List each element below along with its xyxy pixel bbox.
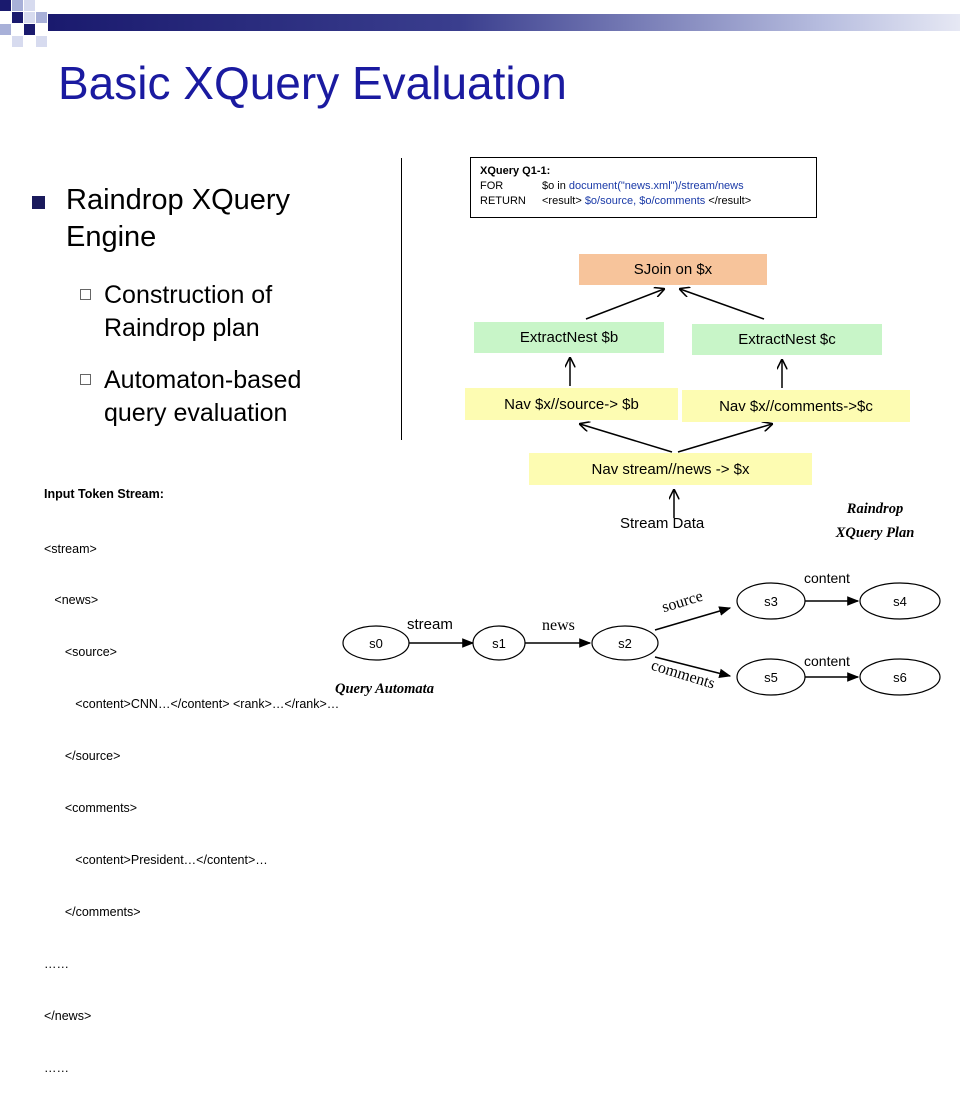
edge-s2-s3 bbox=[654, 606, 732, 631]
stream-line: <source> bbox=[44, 645, 117, 660]
stream-line: </comments> bbox=[44, 904, 141, 919]
state-label-s1: s1 bbox=[492, 636, 506, 651]
state-label-s0: s0 bbox=[369, 636, 383, 651]
stream-line: …… bbox=[44, 1060, 69, 1075]
edge-label-content-top: content bbox=[804, 570, 850, 586]
state-s3 bbox=[736, 582, 806, 620]
edge-label-stream: stream bbox=[407, 616, 453, 633]
extract-nest-c-node: ExtractNest $c bbox=[692, 324, 882, 355]
query-header: XQuery Q1-1: bbox=[480, 165, 551, 177]
bullet-sub2-line2: query evaluation bbox=[104, 399, 288, 427]
state-s6 bbox=[859, 658, 941, 696]
state-s4 bbox=[859, 582, 941, 620]
query-return-expr: $o/source, $o/comments bbox=[584, 195, 706, 207]
nav-news-node: Nav stream//news -> $x bbox=[529, 453, 812, 485]
state-s5 bbox=[736, 658, 806, 696]
hollow-square-icon bbox=[80, 374, 91, 385]
bullet-square-icon bbox=[32, 196, 45, 209]
edge-label-content-bottom: content bbox=[804, 653, 850, 669]
plan-caption: Raindrop XQuery Plan bbox=[820, 497, 930, 545]
nav-source-node: Nav $x//source-> $b bbox=[465, 388, 678, 420]
input-stream-header: Input Token Stream: bbox=[44, 487, 164, 501]
bullet-main: Raindrop XQuery Engine bbox=[66, 182, 290, 256]
extract-nest-b-node: ExtractNest $b bbox=[474, 322, 664, 353]
state-label-s2: s2 bbox=[618, 636, 632, 651]
state-label-s4: s4 bbox=[893, 594, 907, 609]
query-return-open: <result> bbox=[542, 195, 582, 207]
query-for-var: $o in bbox=[542, 180, 566, 192]
vertical-divider bbox=[401, 158, 402, 440]
xquery-box: XQuery Q1-1: FOR $o in document("news.xml… bbox=[470, 157, 817, 218]
stream-line: <comments> bbox=[44, 801, 138, 816]
query-for-keyword: FOR bbox=[480, 180, 504, 192]
stream-line: <content>President…</content>… bbox=[44, 852, 268, 867]
stream-data-label: Stream Data bbox=[620, 515, 705, 532]
arrow-navnews-navsource bbox=[580, 424, 673, 453]
arrow-extractb-sjoin bbox=[585, 289, 664, 320]
stream-line: …… bbox=[44, 956, 69, 971]
edge-label-news: news bbox=[542, 617, 575, 634]
query-automaton bbox=[342, 582, 941, 696]
automaton-caption: Query Automata bbox=[335, 681, 434, 697]
edge-s2-s5 bbox=[654, 656, 732, 679]
plan-arrows bbox=[0, 0, 960, 518]
nav-comments-node: Nav $x//comments->$c bbox=[682, 390, 910, 422]
state-s2 bbox=[591, 625, 659, 661]
state-label-s3: s3 bbox=[764, 594, 778, 609]
plan-caption-line2: XQuery Plan bbox=[835, 525, 915, 541]
plan-caption-line1: Raindrop bbox=[846, 501, 904, 517]
query-return-keyword: RETURN bbox=[480, 195, 526, 207]
state-s1 bbox=[472, 625, 526, 661]
state-s0 bbox=[342, 625, 410, 661]
stream-line: </source> bbox=[44, 749, 121, 764]
stream-line: <content>CNN…</content> <rank>…</rank>… bbox=[44, 697, 340, 712]
stream-line: </news> bbox=[44, 1008, 92, 1023]
bullet-sub1-line2: Raindrop plan bbox=[104, 314, 260, 342]
bullet-sub1-line1: Construction of bbox=[104, 281, 273, 309]
query-for-line: FOR $o in document("news.xml")/stream/new… bbox=[480, 179, 816, 194]
header-bar bbox=[48, 14, 960, 31]
arrow-extractc-sjoin bbox=[680, 289, 765, 320]
state-label-s6: s6 bbox=[893, 670, 907, 685]
stream-line: <news> bbox=[44, 593, 99, 608]
state-label-s5: s5 bbox=[764, 670, 778, 685]
bullet-main-line1: Raindrop XQuery bbox=[66, 184, 291, 216]
query-return-close: </result> bbox=[708, 195, 752, 207]
corner-decoration bbox=[0, 0, 80, 60]
bullet-main-line2: Engine bbox=[66, 221, 157, 253]
bullet-sub1: Construction of Raindrop plan bbox=[104, 279, 272, 345]
query-return-line: RETURN <result> $o/source, $o/comments </… bbox=[480, 194, 816, 209]
page-title: Basic XQuery Evaluation bbox=[58, 57, 567, 109]
bullet-sub2: Automaton-based query evaluation bbox=[104, 364, 301, 430]
bullet-sub2-line1: Automaton-based bbox=[104, 366, 302, 394]
stream-line: <stream> bbox=[44, 541, 97, 556]
hollow-square-icon bbox=[80, 289, 91, 300]
query-for-expr: document("news.xml")/stream/news bbox=[568, 180, 744, 192]
arrow-navnews-navcomments bbox=[677, 424, 772, 453]
sjoin-node: SJoin on $x bbox=[579, 254, 767, 285]
